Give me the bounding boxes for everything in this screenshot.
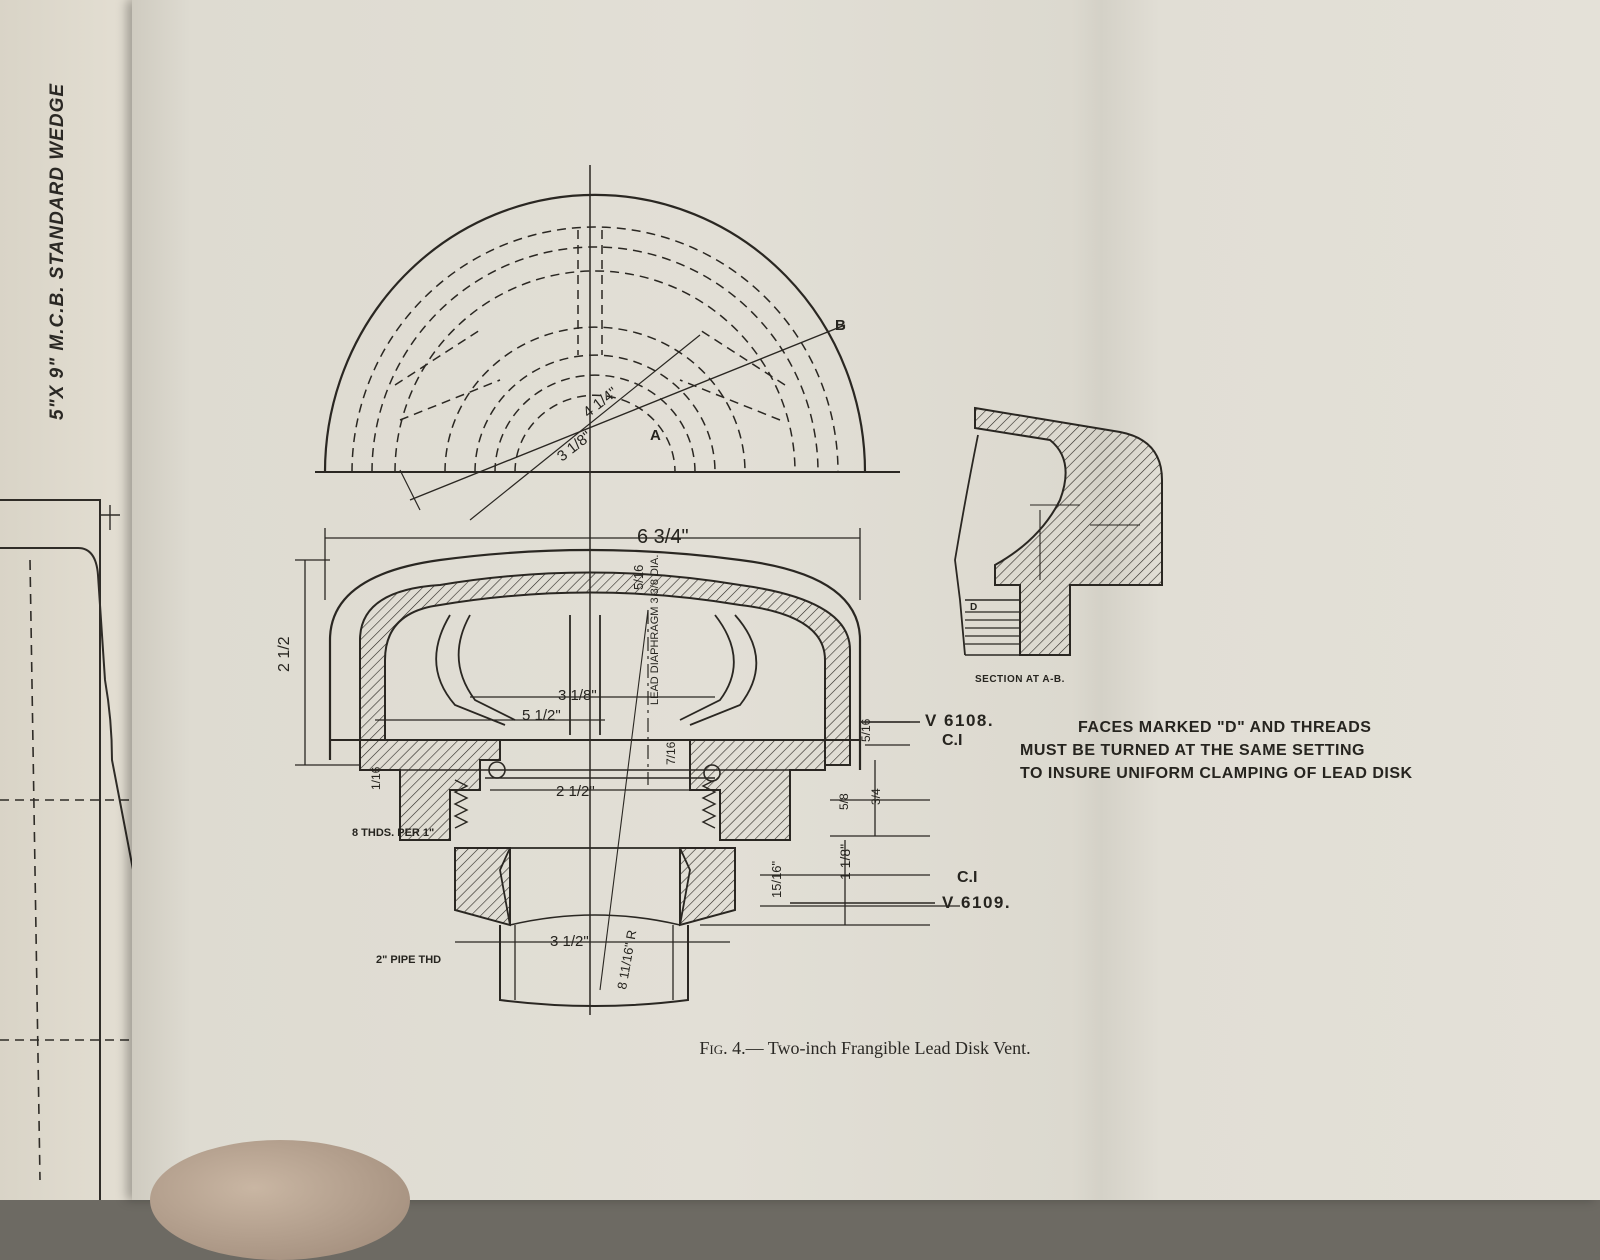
dim-flange-b: 3/4 — [869, 788, 883, 805]
vent-drawing: B A 4 1/4" 3 1/8" — [276, 165, 1163, 1015]
dim-gap: 7/16 — [664, 741, 678, 765]
note-line-3: TO INSURE UNIFORM CLAMPING OF LEAD DISK — [1020, 765, 1413, 782]
figure-number: Fig. 4.— — [699, 1038, 764, 1058]
dim-throat: 2 1/2" — [556, 783, 595, 800]
lower-part-number: V 6109. — [942, 893, 1011, 912]
upper-material: C.I — [942, 732, 962, 749]
note-line-2: MUST BE TURNED AT THE SAME SETTING — [1020, 742, 1365, 759]
diaphragm-label: LEAD DIAPHRAGM 3 3/8 DIA. — [649, 555, 661, 705]
dim-overall-width: 6 3/4" — [637, 526, 689, 548]
face-d-mark: D — [970, 602, 977, 613]
pipe-thread-callout: 2" PIPE THD — [376, 954, 441, 966]
figure-caption: Fig. 4.— Two-inch Frangible Lead Disk Ve… — [0, 1038, 1600, 1059]
upper-part-number: V 6108. — [925, 711, 994, 730]
dim-nut-height: 15/16" — [769, 860, 784, 898]
threads-callout: 8 THDS. PER 1" — [352, 827, 434, 839]
mark-b: B — [835, 317, 846, 334]
dim-radius: 8 11/16" R — [614, 929, 639, 991]
lower-material: C.I — [957, 869, 977, 886]
dim-height: 2 1/2 — [276, 636, 293, 672]
finger-shadow — [150, 1140, 410, 1260]
dim-bore-inner: 3 1/8" — [558, 687, 597, 704]
dim-flange: 5/8 — [837, 793, 851, 810]
mark-a: A — [650, 427, 661, 444]
dim-bore-outer: 5 1/2" — [522, 707, 561, 724]
dim-rim: 5/16 — [859, 718, 873, 742]
machining-note: FACES MARKED "D" AND THREADS MUST BE TUR… — [1020, 716, 1480, 785]
dim-seat: 1/16 — [369, 766, 383, 790]
dim-shell: 5/16 — [631, 565, 646, 590]
dim-pipe-bore: 3 1/2" — [550, 933, 589, 950]
dim-lower-height: 1 1/8" — [837, 844, 853, 880]
main-page — [132, 0, 1600, 1200]
section-view — [328, 548, 862, 1007]
left-page-drawing — [0, 499, 161, 1200]
figure-title: Two-inch Frangible Lead Disk Vent. — [763, 1038, 1031, 1058]
section-label: SECTION AT A-B. — [975, 674, 1065, 685]
note-line-1: FACES MARKED "D" AND THREADS — [1078, 719, 1372, 736]
section-ab-detail — [954, 406, 1163, 656]
